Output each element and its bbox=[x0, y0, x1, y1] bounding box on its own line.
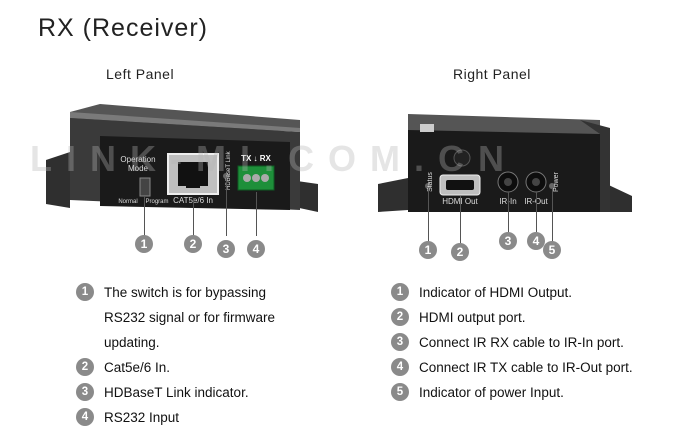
operation-mode-label: Operation bbox=[120, 155, 155, 164]
leader-line bbox=[193, 198, 194, 236]
left-panel-list: 1 The switch is for bypassing RS232 sign… bbox=[76, 280, 316, 430]
leader-line bbox=[226, 178, 227, 236]
list-item: 3 HDBaseT Link indicator. bbox=[76, 380, 316, 405]
marker-left-1: 1 bbox=[135, 235, 153, 253]
item-number: 1 bbox=[76, 283, 94, 301]
marker-left-2: 2 bbox=[184, 235, 202, 253]
left-panel-label: Left Panel bbox=[106, 66, 175, 82]
item-text: The switch is for bypassing bbox=[104, 285, 267, 300]
item-text: RS232 Input bbox=[104, 410, 180, 425]
power-label: Power bbox=[553, 171, 560, 192]
right-panel-label: Right Panel bbox=[453, 66, 531, 82]
marker-right-1: 1 bbox=[419, 241, 437, 259]
leader-line bbox=[256, 192, 257, 236]
tx-rx-label: TX ↓ RX bbox=[241, 154, 271, 163]
item-text: HDMI output port. bbox=[419, 310, 526, 325]
right-panel-list: 1 Indicator of HDMI Output. 2 HDMI outpu… bbox=[391, 280, 671, 405]
item-number: 1 bbox=[391, 283, 409, 301]
item-text: Connect IR RX cable to IR-In port. bbox=[419, 335, 624, 350]
marker-right-4: 4 bbox=[527, 232, 545, 250]
item-number: 4 bbox=[76, 408, 94, 426]
hdbaset-link-label: HDBaseT Link bbox=[226, 150, 232, 190]
item-number: 2 bbox=[76, 358, 94, 376]
list-item: 4 RS232 Input bbox=[76, 405, 316, 430]
item-number: 3 bbox=[76, 383, 94, 401]
left-device: Operation Mode Normal Program CAT5e/6 In… bbox=[46, 104, 318, 212]
list-item: 3 Connect IR RX cable to IR-In port. bbox=[391, 330, 671, 355]
item-text: Cat5e/6 In. bbox=[104, 360, 171, 375]
item-text: Indicator of HDMI Output. bbox=[419, 285, 573, 300]
watermark-text: LINK-MI.COM.CN bbox=[30, 138, 518, 179]
item-text: updating. bbox=[104, 335, 160, 350]
leader-line bbox=[508, 192, 509, 232]
leader-line bbox=[460, 196, 461, 244]
item-number: 4 bbox=[391, 358, 409, 376]
operation-mode-label-2: Mode bbox=[128, 164, 149, 173]
item-number: 2 bbox=[391, 308, 409, 326]
marker-right-3: 3 bbox=[499, 232, 517, 250]
leader-line bbox=[428, 188, 429, 242]
item-text: HDBaseT Link indicator. bbox=[104, 385, 249, 400]
page-title: RX (Receiver) bbox=[38, 14, 208, 42]
normal-label: Normal bbox=[118, 199, 137, 205]
right-device: HDMI Out IR-In IR-Out Status Power bbox=[378, 114, 632, 212]
list-item: 5 Indicator of power Input. bbox=[391, 380, 671, 405]
leader-line bbox=[552, 188, 553, 242]
list-item: 2 HDMI output port. bbox=[391, 305, 671, 330]
item-number: 3 bbox=[391, 333, 409, 351]
item-text: RS232 signal or for firmware bbox=[104, 310, 276, 325]
leader-line bbox=[536, 192, 537, 232]
marker-left-3: 3 bbox=[217, 240, 235, 258]
list-item: 4 Connect IR TX cable to IR-Out port. bbox=[391, 355, 671, 380]
item-text: Indicator of power Input. bbox=[419, 385, 564, 400]
item-text: Connect IR TX cable to IR-Out port. bbox=[419, 360, 633, 375]
marker-right-2: 2 bbox=[451, 243, 469, 261]
program-label: Program bbox=[145, 199, 168, 205]
list-item: 1 The switch is for bypassing RS232 sign… bbox=[76, 280, 316, 355]
status-label: Status bbox=[427, 172, 434, 192]
marker-right-5: 5 bbox=[543, 241, 561, 259]
list-item: 1 Indicator of HDMI Output. bbox=[391, 280, 671, 305]
list-item: 2 Cat5e/6 In. bbox=[76, 355, 316, 380]
marker-left-4: 4 bbox=[247, 240, 265, 258]
item-number: 5 bbox=[391, 383, 409, 401]
leader-line bbox=[144, 196, 145, 236]
